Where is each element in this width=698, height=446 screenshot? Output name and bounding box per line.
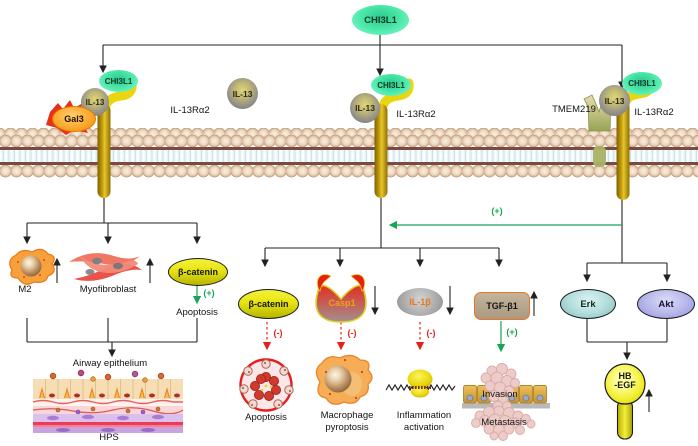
macrophage-label-line2: pyroptosis <box>325 422 369 433</box>
hbegf-shape <box>604 363 646 440</box>
chi3l1-right: CHI3L1 <box>622 72 662 95</box>
il1b-node: IL-1β <box>397 288 443 316</box>
red-inhibition-arrows <box>262 322 425 351</box>
il13ra2-left-label: IL-13Rα2 <box>170 105 210 116</box>
membrane-dark-band-lower <box>0 162 698 165</box>
il13-free-label: IL-13 <box>232 88 253 99</box>
airway-epithelium-label: Airway epithelium <box>72 358 148 369</box>
chi3l1-middle-label: CHI3L1 <box>377 80 405 90</box>
il13-middle: IL-13 <box>350 93 380 123</box>
minus-sign-beta-catenin: (-) <box>273 328 283 338</box>
chi3l1-top-label: CHI3L1 <box>364 14 397 26</box>
erk-node: Erk <box>560 289 616 319</box>
lipid-head-row-top <box>0 135 698 148</box>
erk-label: Erk <box>580 298 596 310</box>
macrophage-label-line1: Macrophage <box>320 410 374 421</box>
il13ra2-middle-label: IL-13Rα2 <box>396 109 436 120</box>
chi3l1-middle: CHI3L1 <box>371 74 411 96</box>
myofibroblast-cells <box>69 253 142 281</box>
minus-sign-il1b: (-) <box>426 328 436 338</box>
tmem219-label: TMEM219 <box>552 104 596 115</box>
invasion-label: Invasion <box>482 389 518 400</box>
black-connectors <box>23 34 671 412</box>
apoptosis-mid-label: Apoptosis <box>245 412 287 423</box>
il13ra2-right-label: IL-13Rα2 <box>634 107 674 118</box>
tgfb1-node: TGF-β1 <box>474 292 530 320</box>
il13-left-label: IL-13 <box>85 97 105 107</box>
chi3l1-right-label: CHI3L1 <box>628 79 656 88</box>
il13ra2-receptor-middle <box>374 78 414 198</box>
inflammation-label-line2: activation <box>403 422 445 433</box>
beta-catenin-mid-node: β-catenin <box>238 289 299 319</box>
il13-middle-label: IL-13 <box>355 103 375 113</box>
membrane-dark-band-upper <box>0 147 698 150</box>
il1b-label: IL-1β <box>409 297 431 307</box>
green-activation-arrows <box>192 220 622 353</box>
m2-cell <box>9 248 55 285</box>
il13-right-label: IL-13 <box>604 95 625 106</box>
minus-sign-casp1: (-) <box>347 328 357 338</box>
apoptosis-left-label: Apoptosis <box>176 307 218 318</box>
m2-label: M2 <box>18 284 32 295</box>
metastasis-label: Metastasis <box>481 417 527 428</box>
inflammation-label-line1: Inflammation <box>396 410 452 421</box>
gal3-node: Gal3 <box>52 106 96 132</box>
macrophage-pyroptosis-cell <box>315 354 373 405</box>
beta-catenin-mid-label: β-catenin <box>248 299 289 309</box>
hbegf-label-line2: -EGF <box>614 380 636 391</box>
plus-sign-left: (+) <box>203 288 215 298</box>
metastasis-illustration <box>471 405 536 441</box>
lipid-head-row-bottom <box>0 165 698 178</box>
beta-catenin-left-label: β-catenin <box>178 267 218 277</box>
hps-label: HPS <box>99 432 119 443</box>
tgfb1-label: TGF-β1 <box>486 301 518 311</box>
plus-sign-tgfb1: (+) <box>506 327 518 337</box>
invasion-illustration <box>462 363 550 412</box>
chi3l1-left-label: CHI3L1 <box>104 76 133 86</box>
lipid-tails <box>0 150 698 162</box>
apoptosis-illustration <box>239 358 294 412</box>
casp1-shape <box>315 274 367 323</box>
il13-right: IL-13 <box>599 85 630 116</box>
akt-node: Akt <box>637 289 695 319</box>
gal3-label: Gal3 <box>64 114 84 124</box>
casp1-label: Casp1 <box>328 298 356 308</box>
il13-free-ligand: IL-13 <box>227 78 258 109</box>
akt-label: Akt <box>658 298 674 310</box>
hps-tissue-illustration <box>32 369 184 433</box>
beta-catenin-left-node: β-catenin <box>168 258 228 286</box>
chi3l1-left: CHI3L1 <box>99 70 138 92</box>
inflammation-illustration <box>385 369 456 398</box>
hbegf-label-line1: HB <box>618 371 632 381</box>
chi3l1-ligand-top: CHI3L1 <box>352 5 409 35</box>
plus-sign-cross: (+) <box>491 206 503 216</box>
hbegf-label: HB -EGF <box>614 371 636 391</box>
myofibroblast-label: Myofibroblast <box>79 284 137 295</box>
